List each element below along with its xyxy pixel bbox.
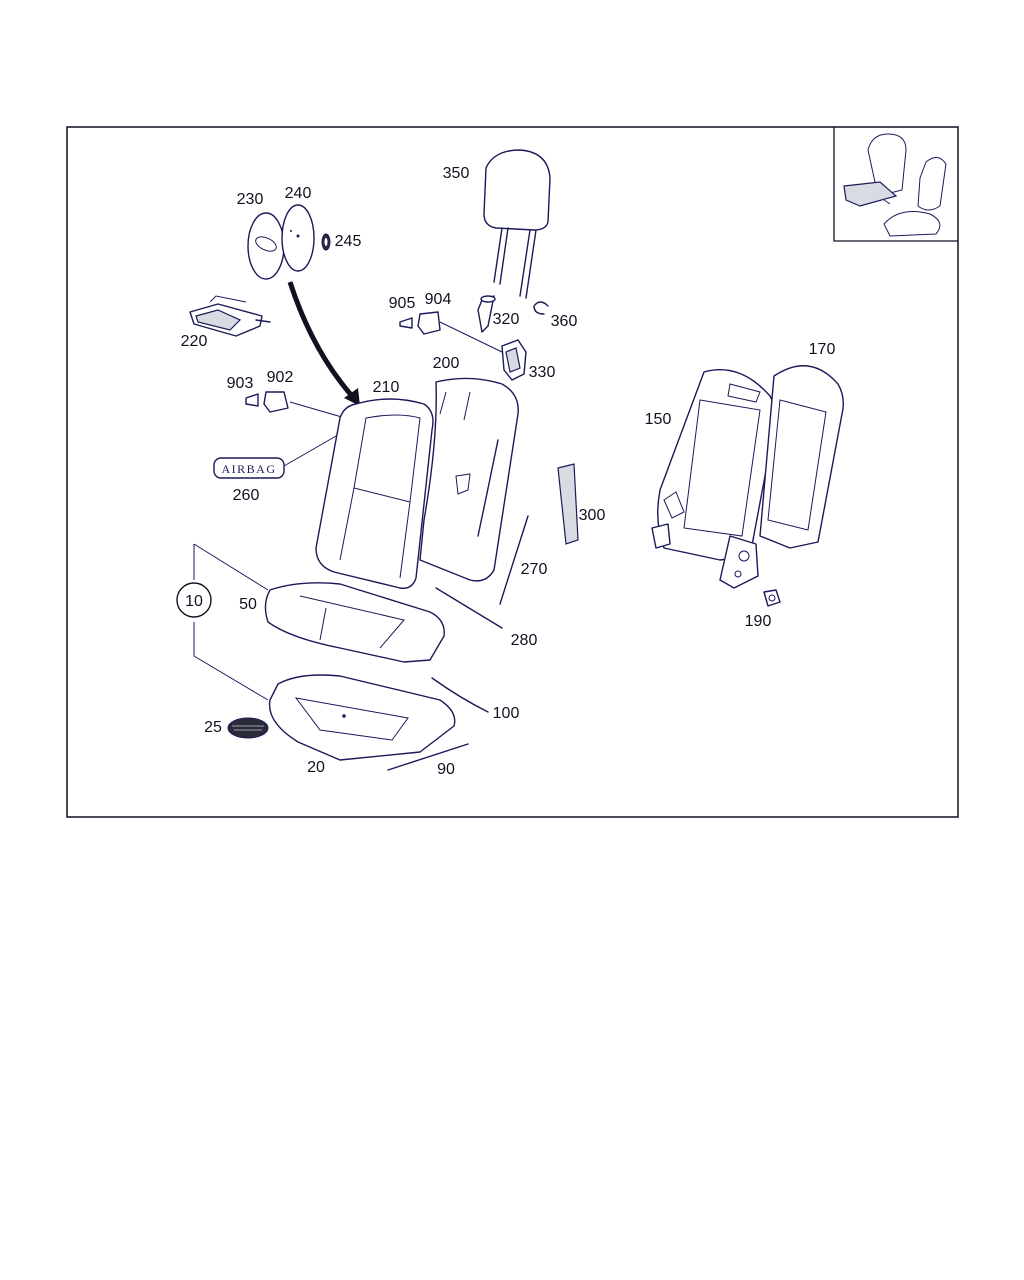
part-300-trim-strip bbox=[557, 463, 579, 545]
part-260-airbag-label: AIRBAG bbox=[213, 427, 351, 479]
part-904-connector bbox=[417, 311, 503, 353]
part-905-pin bbox=[399, 317, 413, 329]
part-220-switch bbox=[189, 295, 271, 337]
part-210-backrest-cover bbox=[315, 398, 434, 589]
overview-inset bbox=[833, 127, 958, 242]
callout-300: 300 bbox=[579, 507, 606, 524]
part-903-pin bbox=[245, 393, 259, 407]
part-25-grille bbox=[227, 717, 269, 739]
part-100-wire bbox=[431, 677, 489, 713]
callout-10-circle bbox=[176, 582, 212, 618]
assembly-arrow bbox=[287, 281, 354, 398]
part-270-wire bbox=[499, 515, 529, 605]
part-902-connector bbox=[263, 391, 353, 421]
part-320-guide bbox=[477, 295, 496, 333]
part-20-seat-foam bbox=[268, 674, 456, 761]
callout-240: 240 bbox=[285, 185, 312, 202]
callout-100: 100 bbox=[493, 705, 520, 722]
callout-904: 904 bbox=[425, 291, 452, 308]
part-90-rod bbox=[387, 743, 469, 771]
callout-270: 270 bbox=[521, 561, 548, 578]
callout-200: 200 bbox=[433, 355, 460, 372]
part-240-disc bbox=[281, 204, 315, 272]
assembly-arrow-head bbox=[344, 388, 360, 406]
callout-20: 20 bbox=[307, 759, 325, 776]
callout-360: 360 bbox=[551, 313, 578, 330]
callout-25: 25 bbox=[204, 719, 222, 736]
callout-10: 10 bbox=[185, 593, 203, 610]
callout-220: 220 bbox=[181, 333, 208, 350]
callout-245: 245 bbox=[335, 233, 362, 250]
part-190-bolt bbox=[763, 589, 781, 607]
callout-210: 210 bbox=[373, 379, 400, 396]
assembly-10-bracket bbox=[176, 543, 269, 701]
callout-905: 905 bbox=[389, 295, 416, 312]
part-350-headrest bbox=[483, 149, 551, 299]
callout-903: 903 bbox=[227, 375, 254, 392]
callout-50: 50 bbox=[239, 596, 257, 613]
callout-230: 230 bbox=[237, 191, 264, 208]
callout-190: 190 bbox=[745, 613, 772, 630]
part-245-ring bbox=[321, 233, 331, 251]
callout-90: 90 bbox=[437, 761, 455, 778]
callout-150: 150 bbox=[645, 411, 672, 428]
airbag-badge-text: AIRBAG bbox=[221, 462, 276, 476]
part-280-rod bbox=[435, 587, 503, 629]
part-50-seat-cover bbox=[264, 582, 445, 663]
callout-320: 320 bbox=[493, 311, 520, 328]
callout-170: 170 bbox=[809, 341, 836, 358]
callout-330: 330 bbox=[529, 364, 556, 381]
diagram-frame bbox=[66, 126, 959, 818]
part-330-adjuster bbox=[501, 339, 527, 381]
callout-280: 280 bbox=[511, 632, 538, 649]
callout-902: 902 bbox=[267, 369, 294, 386]
part-170-backrest-panel bbox=[759, 365, 845, 549]
callout-260: 260 bbox=[233, 487, 260, 504]
part-200-backrest-foam bbox=[419, 377, 519, 582]
part-150-backrest-frame bbox=[651, 369, 777, 589]
callout-350: 350 bbox=[443, 165, 470, 182]
part-360-clip bbox=[533, 301, 549, 315]
part-230-disc bbox=[247, 212, 285, 280]
